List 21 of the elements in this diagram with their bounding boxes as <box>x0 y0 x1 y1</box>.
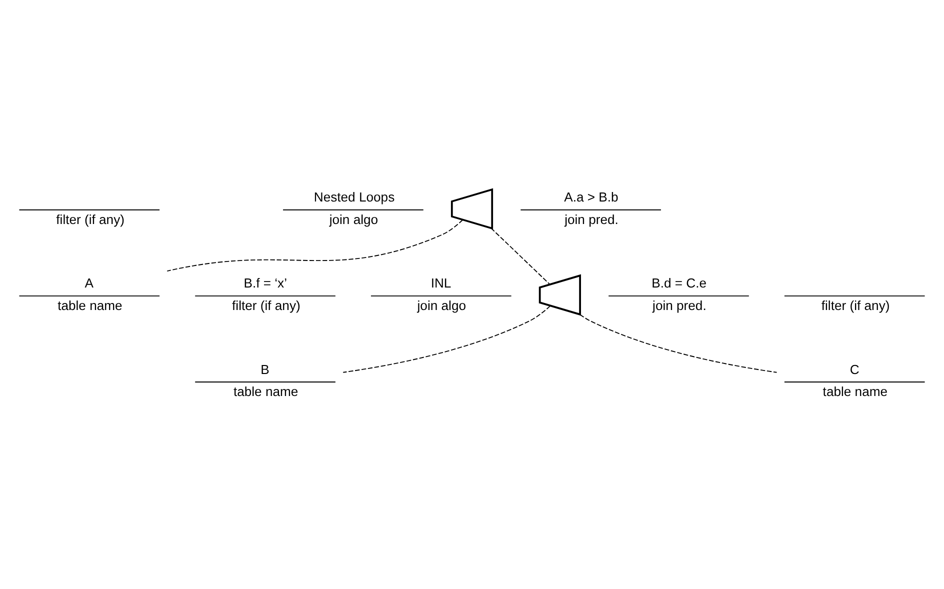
node-label: join algo <box>329 212 378 227</box>
node-bowtie <box>538 274 581 316</box>
node-label: A.a > B.b <box>564 189 618 204</box>
node-bowtie <box>450 188 494 230</box>
node-label: join algo <box>417 298 466 313</box>
connector <box>342 304 551 372</box>
node-label: join pred. <box>652 298 706 313</box>
connector <box>579 314 778 372</box>
node-text: A table name <box>58 275 122 313</box>
connector <box>166 218 464 272</box>
node-text: C table name <box>822 361 888 399</box>
node-text: B table name <box>233 361 298 399</box>
connector <box>490 227 550 284</box>
node-label: filter (if any) <box>232 298 300 313</box>
node-label: filter (if any) <box>56 212 124 227</box>
node-label: Nested Loops <box>314 189 395 204</box>
node-label: INL <box>430 275 452 290</box>
node-label: join pred. <box>564 212 618 227</box>
node-label: B.f = ‘x’ <box>244 275 287 290</box>
node-label: B.d = C.e <box>652 275 707 290</box>
node-label: filter (if any) <box>821 298 890 313</box>
